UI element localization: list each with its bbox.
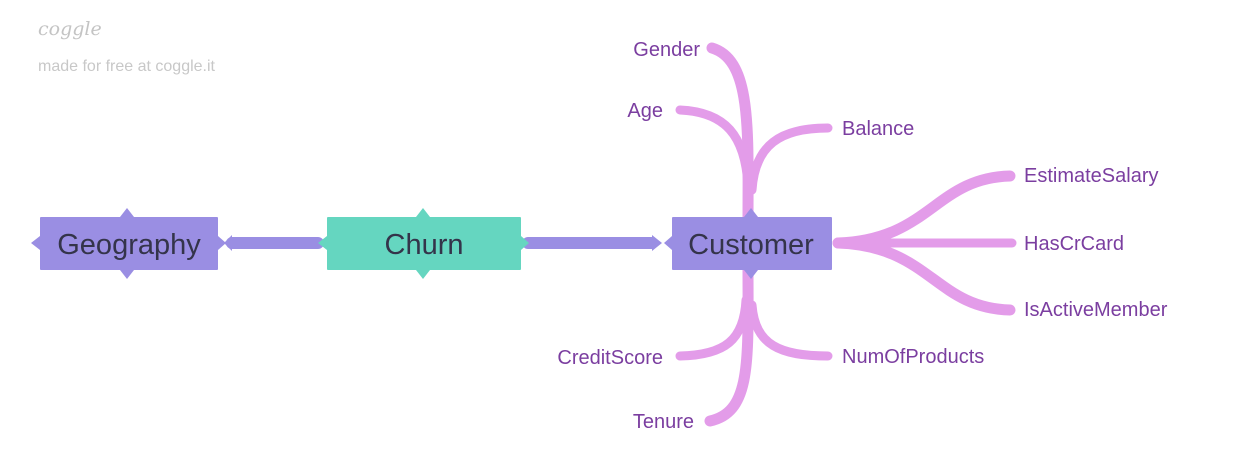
branch-num-of-products <box>747 300 833 361</box>
branch-estimate-salary <box>832 170 1016 249</box>
node-customer[interactable]: Customer <box>664 208 832 279</box>
leaf-is-active-member[interactable]: IsActiveMember <box>1024 299 1168 321</box>
leaf-credit-score[interactable]: CreditScore <box>557 347 663 369</box>
branch-balance <box>747 123 833 195</box>
branches <box>675 42 1017 427</box>
leaf-balance[interactable]: Balance <box>842 118 914 140</box>
node-geography[interactable]: Geography <box>31 208 226 279</box>
connectors <box>224 235 662 251</box>
leaf-tenure[interactable]: Tenure <box>633 411 694 433</box>
leaf-num-of-products[interactable]: NumOfProducts <box>842 346 984 368</box>
node-churn[interactable]: Churn <box>318 208 529 279</box>
branch-is-active-member <box>832 237 1016 316</box>
coggle-tagline: made for free at coggle.it <box>38 58 215 75</box>
branch-credit-score <box>675 295 751 361</box>
node-customer-label: Customer <box>688 229 814 261</box>
leaf-gender[interactable]: Gender <box>633 39 700 61</box>
branch-age <box>675 105 753 190</box>
coggle-logo: coggle <box>38 18 102 40</box>
leaf-has-cr-card[interactable]: HasCrCard <box>1024 233 1124 255</box>
leaf-age[interactable]: Age <box>627 100 663 122</box>
leaf-labels: Gender Age Balance EstimateSalary HasCrC… <box>557 39 1167 433</box>
node-geography-label: Geography <box>57 229 201 261</box>
leaf-estimate-salary[interactable]: EstimateSalary <box>1024 165 1159 187</box>
connector-arrow-customer <box>652 235 662 251</box>
connector-arrow-geography <box>224 235 232 251</box>
node-churn-label: Churn <box>385 229 464 261</box>
